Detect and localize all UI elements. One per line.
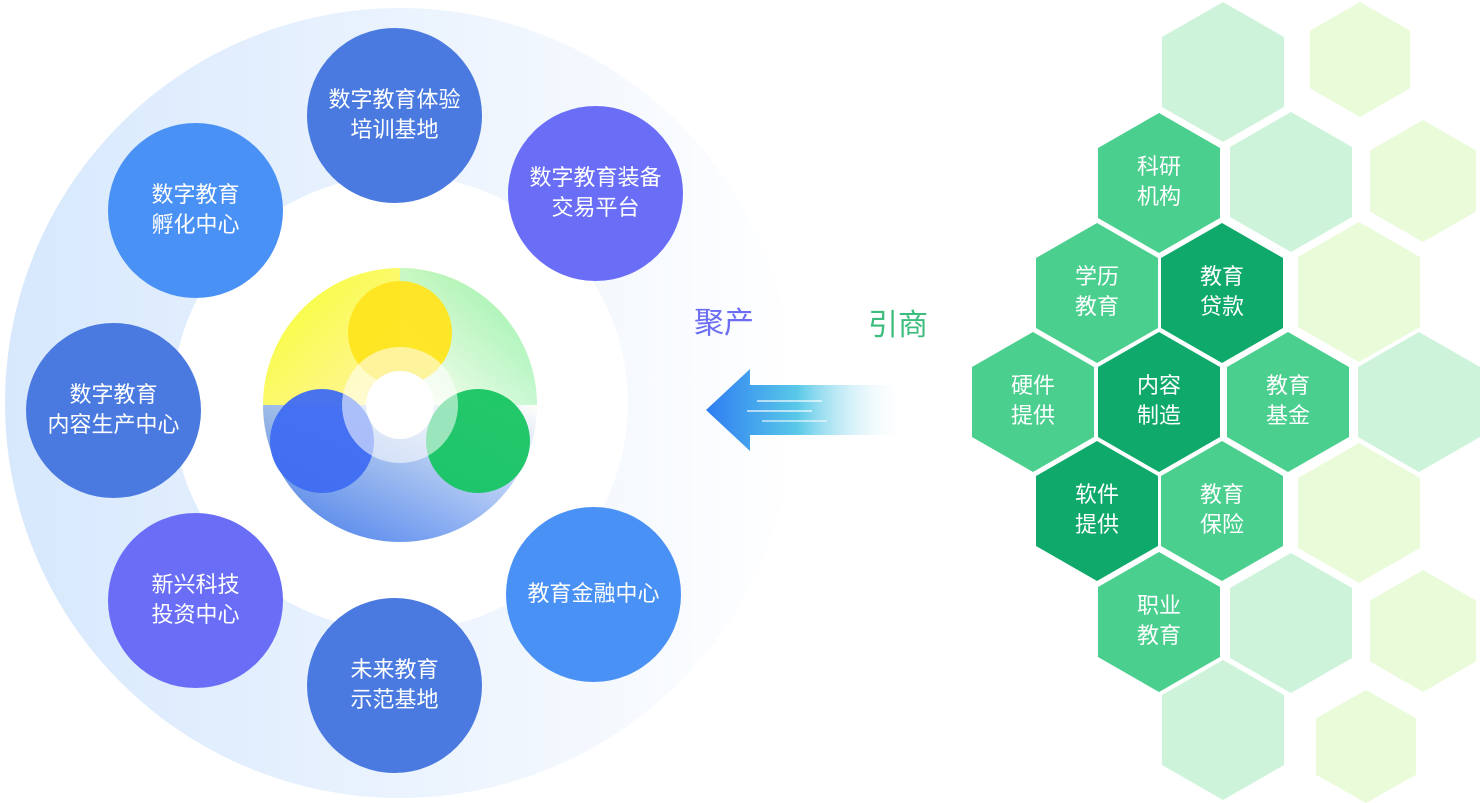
hex-academic-label: 学历 教育 [1074,265,1119,320]
circle-equipment-label: 数字教育装备 交易平台 [529,165,662,221]
hex-fund: 教育 基金 [1227,332,1349,472]
hex-loan: 教育 贷款 [1161,223,1283,363]
bg-hexagon [1298,222,1420,362]
hex-software-label: 软件 提供 [1074,483,1119,538]
bg-hexagon [1230,112,1352,252]
hex-research-label: 科研 机构 [1136,155,1181,210]
circle-finance-label: 教育金融中心 [527,581,660,607]
circle-content: 数字教育 内容生产中心 [26,323,201,498]
circle-investment: 新兴科技 投资中心 [108,513,283,688]
circle-future-label: 未来教育 示范基地 [350,657,439,713]
hex-vocational: 职业 教育 [1098,552,1220,692]
bg-hexagon [1162,660,1284,800]
circle-future: 未来教育 示范基地 [307,598,482,773]
circle-experience: 数字教育体验 培训基地 [307,28,482,203]
circle-experience-label: 数字教育体验 培训基地 [328,87,461,143]
hex-insurance-label: 教育 保险 [1199,483,1244,538]
circle-finance: 教育金融中心 [506,507,681,682]
hex-vocational-label: 职业 教育 [1136,594,1181,649]
bg-hexagon [1230,553,1352,693]
hex-insurance: 教育 保险 [1161,441,1283,581]
bg-hexagon [1162,2,1284,142]
hex-content-making: 内容 制造 [1098,332,1220,472]
label-left: 聚产 [694,306,754,341]
hex-content-making-label: 内容 制造 [1136,374,1181,429]
center-color-wheel [263,268,537,542]
hex-software: 软件 提供 [1036,441,1158,581]
left-arrow-icon [706,369,907,451]
hex-academic: 学历 教育 [1036,223,1158,363]
circle-content-label: 数字教育 内容生产中心 [47,382,180,438]
hex-research: 科研 机构 [1098,113,1220,253]
circle-incubation-label: 数字教育 孵化中心 [151,182,240,238]
hex-loan-label: 教育 贷款 [1199,265,1244,320]
label-right: 引商 [868,308,928,343]
hex-hardware-label: 硬件 提供 [1010,374,1055,429]
circle-investment-label: 新兴科技 投资中心 [151,572,240,628]
bg-hexagon [1298,443,1420,583]
bg-hexagon [1358,332,1480,472]
circle-equipment: 数字教育装备 交易平台 [508,106,683,281]
hex-fund-label: 教育 基金 [1265,374,1310,429]
circle-incubation: 数字教育 孵化中心 [108,123,283,298]
